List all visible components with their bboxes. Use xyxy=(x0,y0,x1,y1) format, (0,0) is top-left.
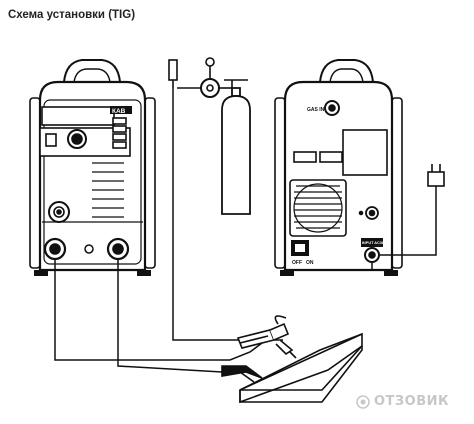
power-cable xyxy=(360,186,437,271)
front-welder-unit xyxy=(29,59,156,276)
watermark-text: ОТЗОВИК xyxy=(374,394,450,409)
tig-torch xyxy=(236,315,297,359)
rear-welder-unit xyxy=(274,59,403,276)
watermark: ОТЗОВИК xyxy=(356,394,449,409)
switch-on-label: ON xyxy=(306,260,314,266)
diagram-title: Схема установки (TIG) xyxy=(8,9,136,21)
switch-off-label: OFF xyxy=(292,260,302,266)
eye-logo-icon xyxy=(356,394,370,409)
gas-regulator xyxy=(168,57,248,98)
front-brand-label: КАВ xyxy=(112,108,126,115)
ground-clamp-cable xyxy=(117,259,223,373)
gas-cylinder xyxy=(221,87,251,215)
gas-in-label: GAS IN xyxy=(307,107,325,113)
power-plug-icon xyxy=(427,164,445,187)
workpiece xyxy=(239,332,363,404)
ground-clamp xyxy=(221,365,263,383)
torch-cable xyxy=(54,259,263,361)
input-label: INPUT AC380V xyxy=(362,241,389,245)
